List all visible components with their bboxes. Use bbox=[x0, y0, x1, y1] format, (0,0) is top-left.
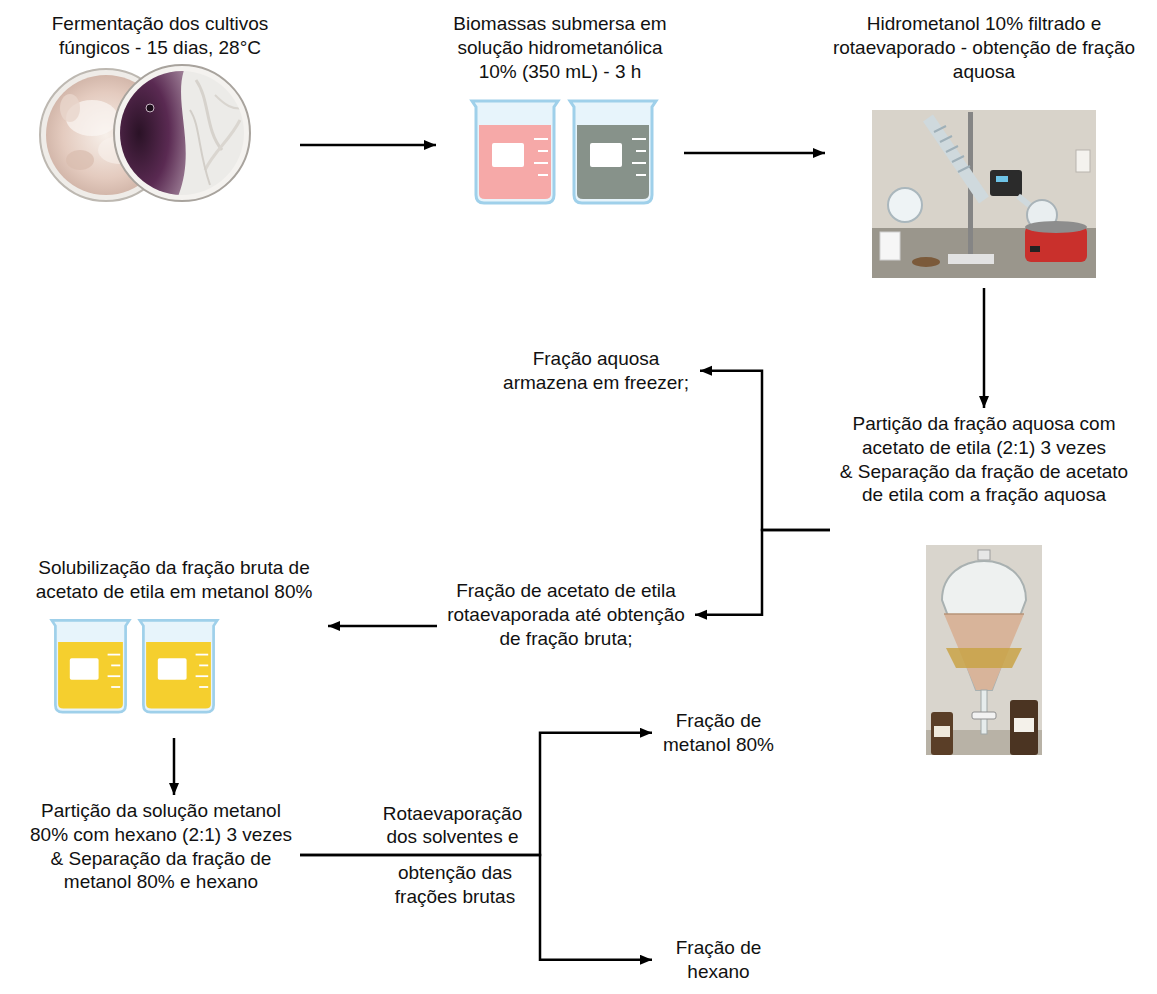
step-text: Fração de metanol 80% bbox=[656, 709, 781, 757]
rotary-evaporator-photo bbox=[912, 257, 940, 267]
step-text: Biomassas submersa em solução hidrometan… bbox=[440, 12, 680, 83]
step-box: Solubilização da fração bruta de acetato… bbox=[20, 552, 328, 738]
beakers bbox=[472, 101, 656, 203]
step-text: & Separação da fração de acetato de etil… bbox=[834, 460, 1134, 508]
petri-dish bbox=[215, 95, 244, 108]
step-text: Fração aquosa armazena em freezer; bbox=[496, 347, 696, 395]
separatory-funnel-photo bbox=[942, 561, 1026, 690]
beakers bbox=[570, 101, 656, 203]
separatory-funnel-photo bbox=[944, 614, 1024, 690]
step-box: Hidrometanol 10% filtrado e rotaevaporad… bbox=[825, 8, 1143, 288]
rotary-evaporator-photo bbox=[872, 110, 1096, 278]
rotary-evaporator-photo bbox=[996, 176, 1008, 182]
petri-dish bbox=[146, 104, 154, 112]
rotary-evaporator-photo bbox=[948, 254, 994, 264]
separatory-funnel-photo bbox=[934, 726, 950, 737]
step-text: Partição da fração aquosa com acetato de… bbox=[834, 412, 1134, 460]
step-box: Fermentação dos cultivos fúngicos - 15 d… bbox=[20, 8, 300, 208]
rotary-evaporator-photo bbox=[934, 126, 970, 172]
rotary-evaporator-photo bbox=[928, 118, 984, 200]
separatory-funnel-photo bbox=[1010, 700, 1038, 755]
petri-dish bbox=[205, 120, 240, 170]
step-text: Fração de acetato de etila rotaevaporada… bbox=[441, 579, 691, 650]
rotary-evaporator-photo bbox=[1076, 150, 1090, 172]
rotary-evaporator-photo bbox=[872, 110, 1096, 278]
process-label: obtenção das frações brutas bbox=[380, 861, 530, 909]
step-text: & Separação da fração de metanol 80% e h… bbox=[26, 847, 296, 895]
rotary-evaporator-photo bbox=[888, 188, 922, 222]
step-box: Partição da fração aquosa com acetato de… bbox=[830, 408, 1138, 758]
step-box: Fração de metanol 80% bbox=[652, 705, 785, 761]
separatory-funnel-photo bbox=[931, 712, 953, 755]
process-label: Rotaevaporação dos solventes e bbox=[375, 802, 530, 850]
separatory-funnel-photo bbox=[926, 545, 1042, 755]
beakers bbox=[140, 620, 217, 712]
rotary-evaporator-photo bbox=[1025, 221, 1087, 233]
beakers bbox=[52, 620, 217, 712]
step-box: Biomassas submersa em solução hidrometan… bbox=[436, 8, 684, 213]
flow-arrow bbox=[173, 738, 176, 795]
separatory-funnel-photo bbox=[944, 613, 1024, 615]
flow-arrow bbox=[684, 152, 825, 155]
flow-arrow bbox=[300, 733, 652, 855]
rotary-evaporator-photo bbox=[990, 170, 1022, 196]
step-text: Partição da solução metanol 80% com hexa… bbox=[26, 799, 296, 847]
rotary-evaporator-photo bbox=[1030, 246, 1040, 252]
petri-dish bbox=[114, 65, 250, 201]
beakers bbox=[52, 620, 129, 712]
separatory-funnel-photo bbox=[1014, 718, 1034, 732]
step-text: Fração de hexano bbox=[656, 936, 781, 984]
flow-arrow bbox=[983, 288, 986, 408]
beakers bbox=[472, 101, 558, 203]
step-box: Fração aquosa armazena em freezer; bbox=[492, 343, 700, 399]
petri-dish bbox=[66, 150, 94, 170]
flow-arrow bbox=[300, 144, 436, 147]
rotary-evaporator-photo bbox=[880, 232, 900, 260]
step-text: Fermentação dos cultivos fúngicos - 15 d… bbox=[24, 12, 296, 60]
step-box: Fração de acetato de etila rotaevaporada… bbox=[437, 575, 695, 654]
petri-dish bbox=[60, 94, 80, 122]
step-text: Solubilização da fração bruta de acetato… bbox=[24, 556, 324, 604]
step-text: Hidrometanol 10% filtrado e rotaevaporad… bbox=[829, 12, 1139, 83]
separatory-funnel-photo bbox=[972, 712, 996, 719]
petri-dish bbox=[114, 65, 250, 201]
petri-dish bbox=[190, 110, 210, 185]
petri-dish bbox=[114, 65, 250, 201]
flow-arrow bbox=[700, 371, 830, 530]
flow-arrow bbox=[695, 530, 830, 615]
step-box: Fração de hexano bbox=[652, 932, 785, 988]
step-box: Partição da solução metanol 80% com hexa… bbox=[22, 795, 300, 898]
petri-dish bbox=[114, 65, 250, 201]
separatory-funnel-photo bbox=[926, 545, 1042, 755]
petri-dish bbox=[114, 65, 186, 201]
separatory-funnel-photo bbox=[978, 550, 990, 560]
flow-arrow bbox=[300, 855, 652, 960]
flow-arrow bbox=[328, 625, 437, 628]
separatory-funnel-photo bbox=[946, 648, 1022, 668]
